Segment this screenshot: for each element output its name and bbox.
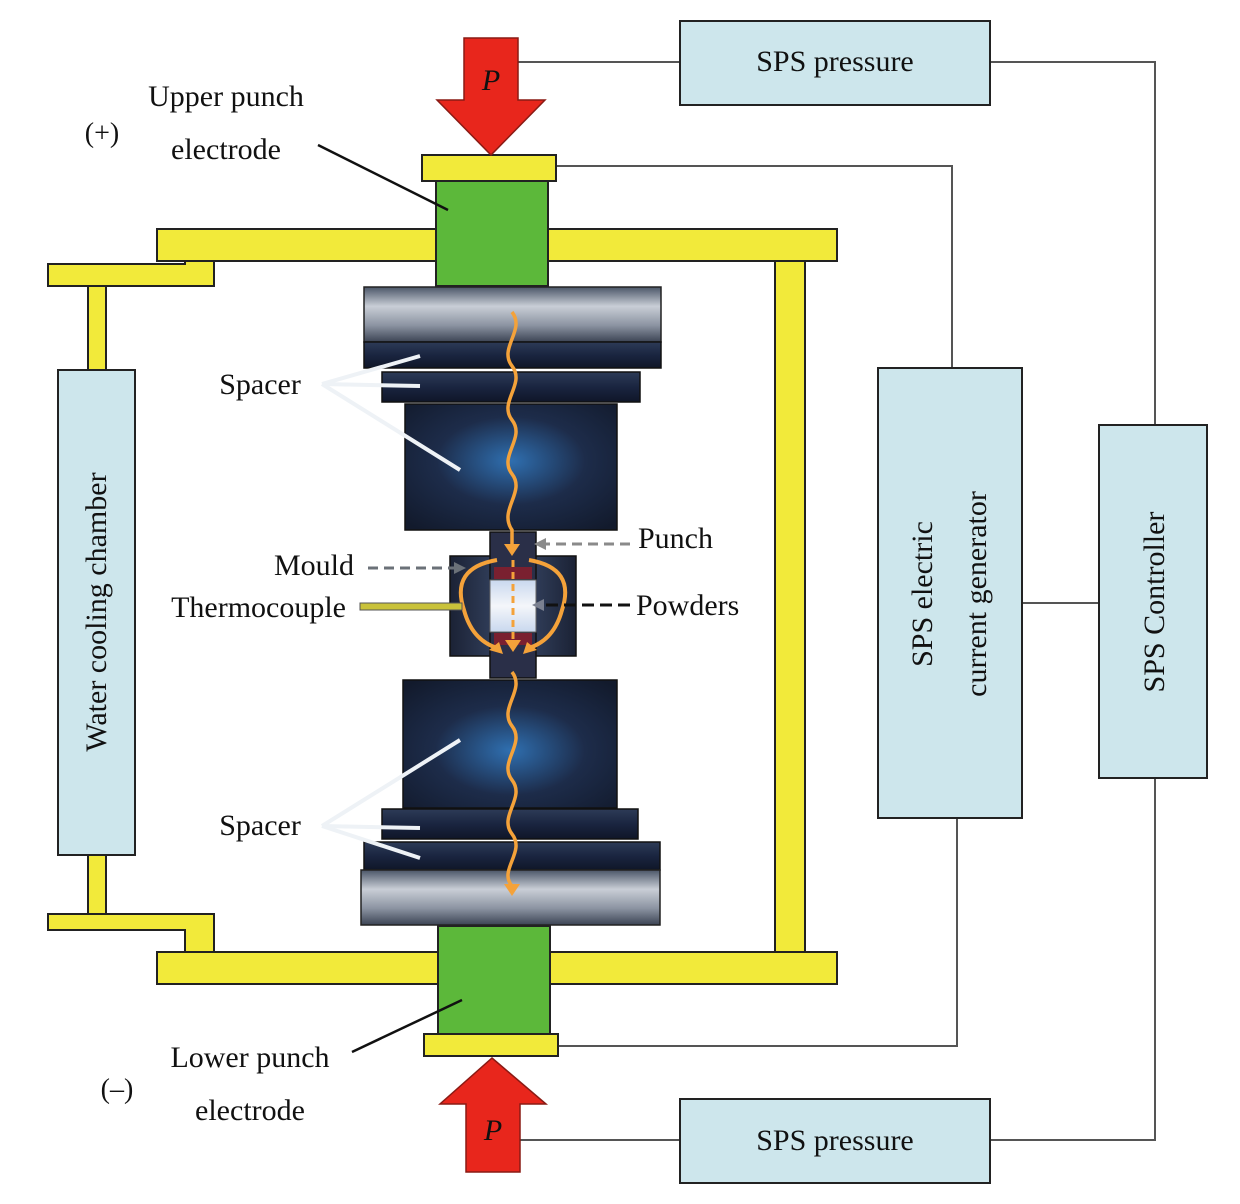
sps-controller-box: SPS Controller	[1098, 424, 1208, 779]
lower-electrode-label-1: Lower punch	[170, 1041, 329, 1074]
lower-electrode	[423, 925, 559, 1057]
lower-spacer-stack	[360, 679, 661, 926]
water-cooling-label: Water cooling chamber	[80, 472, 113, 751]
mould-assembly	[449, 531, 577, 679]
sps-pressure-box-bottom: SPS pressure	[679, 1098, 991, 1184]
water-cooling-chamber: Water cooling chamber	[57, 369, 136, 856]
connection-wires	[518, 61, 1156, 1141]
thermocouple-probe	[359, 602, 463, 611]
leader-lines	[317, 143, 630, 1054]
thermocouple-label: Thermocouple	[171, 591, 346, 624]
pressure-arrow-top: P	[435, 37, 547, 157]
pressure-arrow-bottom: P	[438, 1057, 549, 1173]
spacer-bottom-label: Spacer	[219, 809, 301, 842]
punch-label: Punch	[638, 522, 713, 555]
sps-pressure-bottom-label: SPS pressure	[756, 1124, 914, 1157]
powders-label: Powders	[636, 589, 739, 622]
current-generator-box: SPS electric current generator	[877, 367, 1023, 819]
sps-pressure-box-top: SPS pressure	[679, 20, 991, 106]
current-path	[504, 310, 520, 896]
spacer-top-label: Spacer	[219, 368, 301, 401]
upper-electrode-label-1: Upper punch	[148, 80, 304, 113]
upper-spacer-stack	[363, 286, 662, 531]
lower-electrode-label-2: electrode	[195, 1094, 305, 1127]
lower-polarity-label: (–)	[101, 1074, 134, 1105]
sps-pressure-top-label: SPS pressure	[756, 45, 914, 78]
mould-label: Mould	[274, 549, 354, 582]
upper-polarity-label: (+)	[85, 118, 119, 149]
current-generator-line1: SPS electric	[906, 521, 939, 667]
upper-electrode-label-2: electrode	[171, 133, 281, 166]
upper-electrode	[421, 154, 557, 287]
sps-controller-label: SPS Controller	[1138, 512, 1171, 693]
current-generator-line2: current generator	[960, 491, 993, 697]
pressure-label-top: P	[481, 64, 500, 97]
pressure-label-bottom: P	[483, 1114, 502, 1147]
